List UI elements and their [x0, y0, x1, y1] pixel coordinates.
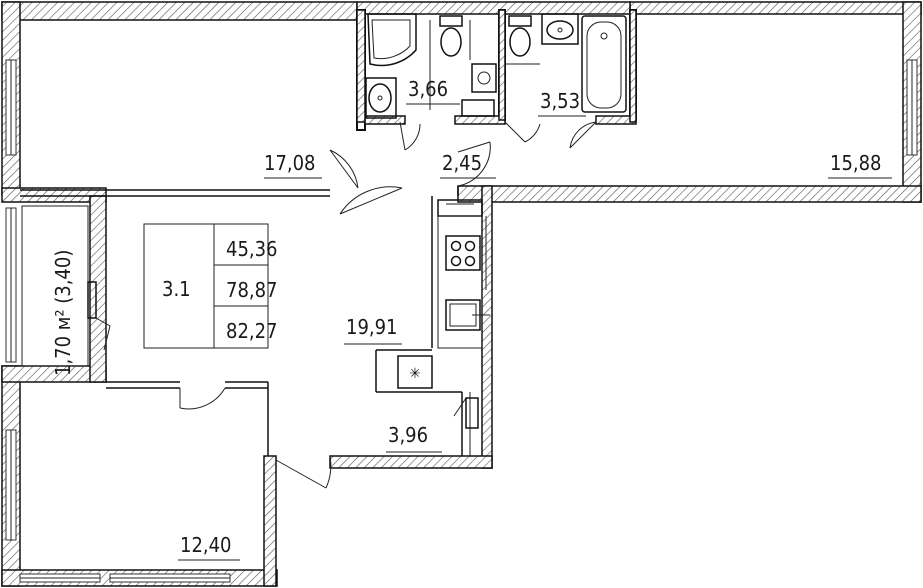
storage-door	[453, 397, 479, 429]
hob-icon	[445, 235, 481, 271]
washing-machine-icon	[461, 63, 497, 117]
balcony-area: 1,70 м² (3,40)	[51, 250, 75, 376]
room-area-bedroom-top-left: 17,08	[264, 151, 316, 175]
room-area-bedroom-right: 15,88	[830, 151, 882, 175]
room-area-corridor: 2,45	[442, 151, 482, 175]
apartment-number: 3.1	[162, 277, 191, 301]
label-underlines	[178, 103, 892, 561]
room-area-bathroom-1: 3,66	[408, 77, 448, 101]
sink-icon	[445, 299, 490, 331]
room-area-kitchen-living: 19,91	[346, 315, 398, 339]
balcony	[5, 205, 111, 367]
total-area: 78,87	[226, 278, 278, 302]
svg-text:✳: ✳	[409, 366, 421, 382]
area-summary-box	[143, 223, 269, 349]
shower-icon	[367, 13, 417, 67]
interior-walls	[20, 9, 637, 456]
bath-rail	[429, 20, 540, 110]
door-swing-icon	[179, 121, 597, 489]
window-icon	[5, 59, 918, 583]
fan-icon: ✳	[397, 355, 433, 389]
room-area-bedroom-bottom-left: 12,40	[180, 533, 232, 557]
bathtub-icon	[581, 15, 627, 113]
washbasin-icon	[365, 13, 579, 119]
room-area-bathroom-2: 3,53	[540, 89, 580, 113]
kitchen-counter	[437, 199, 487, 349]
toilet-icon	[439, 15, 532, 57]
room-area-storage: 3,96	[388, 423, 428, 447]
living-area: 45,36	[226, 237, 278, 261]
total-area-with-balcony: 82,27	[226, 319, 278, 343]
